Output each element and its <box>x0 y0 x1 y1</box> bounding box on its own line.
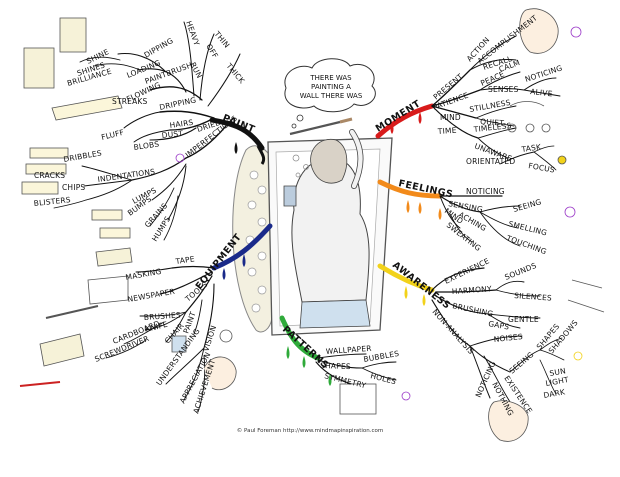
branch-awareness <box>377 263 435 293</box>
thought-bubble-line-3: WALL THERE WAS <box>300 92 363 100</box>
label-brushing: BRUSHING <box>452 301 494 318</box>
branch-awareness-subs <box>431 267 565 409</box>
label-newspaper: NEWSPAPER <box>127 287 176 304</box>
branch-equipment-subs <box>105 265 215 413</box>
label-dust: DUST <box>161 129 183 140</box>
label-touching: TOUCHING <box>504 233 548 256</box>
label-fluff: FLUFF <box>100 128 125 142</box>
branch-feelings-subs <box>439 195 521 247</box>
branch-moment <box>375 103 435 139</box>
label-dark: DARK <box>543 387 567 400</box>
label-gentle: GENTLE <box>508 315 539 324</box>
label-hairs: HAIRS <box>169 118 194 130</box>
label-dipping: DIPPING <box>143 36 175 60</box>
label-wallpaper: WALLPAPER <box>326 344 372 356</box>
label-alive: ALIVE <box>530 87 553 98</box>
labels-awareness: EXPERIENCE HARMONY SOUNDS SILENCES BRUSH… <box>431 256 580 417</box>
thought-bubble-line-2: PAINTING A <box>311 83 351 91</box>
label-noises: NOISES <box>493 332 523 344</box>
label-experience: EXPERIENCE <box>443 256 491 286</box>
label-masking: MASKING <box>125 267 162 282</box>
label-indentations: INDENTATIONS <box>97 167 156 184</box>
label-light: LIGHT <box>545 375 570 388</box>
label-harmony: HARMONY <box>452 284 493 296</box>
branch-imperfections <box>53 157 187 241</box>
label-sounds: SOUNDS <box>503 261 537 282</box>
thought-bubble-line-1: THERE WAS <box>309 74 352 82</box>
label-timeless: TIMELESS <box>472 121 512 134</box>
credit-line: © Paul Foreman http://www.mindmapinspira… <box>237 427 384 434</box>
label-noticing-feelings: NOTICING <box>466 187 505 196</box>
branch-patterns <box>279 315 321 361</box>
central-illustration <box>232 117 393 336</box>
label-shapes-patterns: SHAPES <box>320 361 351 371</box>
paint-drips <box>222 112 442 386</box>
labels-feelings: NOTICING SENSING SEEING SMELLING TOUCHIN… <box>443 187 548 256</box>
title-awareness: AWARENESS <box>390 260 452 312</box>
branch-moment-subs <box>431 35 561 171</box>
label-tape: TAPE <box>174 254 195 266</box>
label-stillness: STILLNESS <box>469 98 512 114</box>
label-seeing-feelings: SEEING <box>512 197 542 214</box>
title-moment: MOMENT <box>374 98 423 134</box>
label-streaks: STREAKS <box>112 97 148 106</box>
label-quiet: QUIET <box>480 117 505 128</box>
label-brushes: BRUSHES <box>144 310 182 322</box>
branch-paint-tail <box>256 145 266 165</box>
label-focus: FOCUS <box>528 161 556 175</box>
label-mind-moment: MIND <box>440 113 461 122</box>
label-time: TIME <box>437 126 457 136</box>
branch-equipment <box>211 223 273 271</box>
label-blobs: BLOBS <box>133 139 160 151</box>
label-cracks: CRACKS <box>34 171 65 180</box>
label-blisters: BLISTERS <box>33 195 71 208</box>
label-seeing-awareness: SEEING <box>508 350 536 376</box>
label-vision: VISION <box>201 324 218 352</box>
label-run: RUN <box>188 61 204 80</box>
label-silences: SILENCES <box>514 291 552 303</box>
label-sun: SUN <box>549 366 567 378</box>
label-dribbles: DRIBBLES <box>63 148 103 164</box>
label-chips: CHIPS <box>62 183 85 192</box>
decor-doodles <box>19 8 605 442</box>
label-senses: SENSES <box>488 85 519 94</box>
label-thick: THICK <box>224 61 247 86</box>
branch-paint <box>79 21 265 159</box>
labels-patterns: WALLPAPER SHAPES BUBBLES HOLES SYMMETRY <box>320 344 400 390</box>
label-orientated: ORIENTATED <box>466 157 515 166</box>
label-dripping: DRIPPING <box>159 95 198 112</box>
label-task: TASK <box>520 142 543 154</box>
label-gaps: GAPS <box>488 319 510 332</box>
branch-feelings <box>377 179 443 199</box>
thought-bubble: THERE WAS PAINTING A WALL THERE WAS <box>284 58 376 129</box>
label-non-analysis: NON-ANALYSIS <box>431 307 476 356</box>
label-noticing-moment: NOTICING <box>524 63 564 84</box>
